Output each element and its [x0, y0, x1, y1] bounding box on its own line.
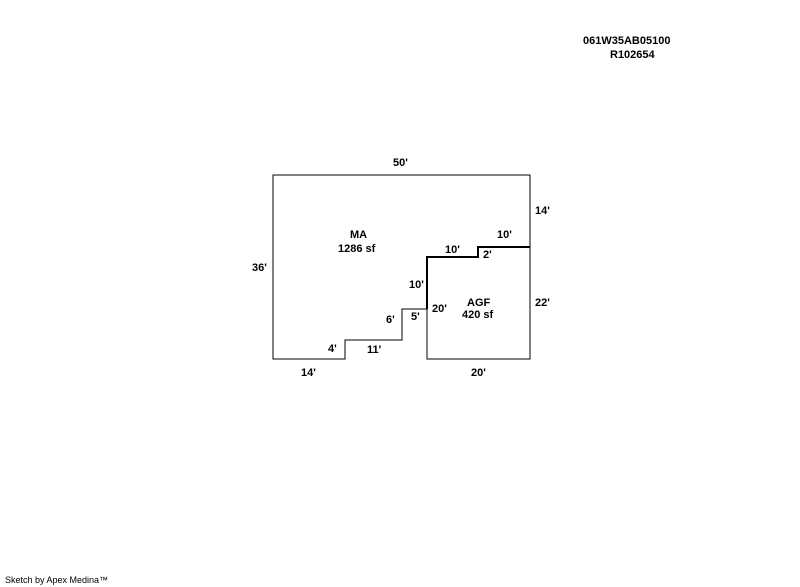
dim-top: 50'	[393, 157, 408, 169]
dim-right-upper: 14'	[535, 205, 550, 217]
parcel-id: 061W35AB05100	[583, 35, 671, 47]
main-area-label: MA	[350, 229, 368, 241]
garage-size: 420 sf	[462, 309, 494, 321]
dim-step-rise-6: 6'	[386, 314, 395, 326]
dim-right-lower: 22'	[535, 297, 550, 309]
dim-interior-rise-2: 2'	[483, 249, 492, 261]
dim-garage-left: 20'	[432, 303, 447, 315]
garage-outline	[426, 247, 531, 360]
dim-interior-run-10a: 10'	[445, 244, 460, 256]
dim-step-run-11: 11'	[367, 344, 382, 356]
sketch-credit: Sketch by Apex Medina™	[5, 575, 109, 585]
main-area-size: 1286 sf	[338, 243, 376, 255]
dim-bottom-left: 14'	[301, 367, 316, 379]
dim-left: 36'	[252, 262, 267, 274]
dim-bottom-right: 20'	[471, 367, 486, 379]
main-area-outline	[272, 174, 531, 360]
dim-interior-rise-10: 10'	[409, 279, 424, 291]
shared-wall	[426, 246, 530, 309]
garage-label: AGF	[467, 297, 491, 309]
dim-interior-run-10b: 10'	[497, 229, 512, 241]
dim-step-run-5: 5'	[411, 311, 420, 323]
account-id: R102654	[610, 49, 655, 61]
dim-step-rise-4: 4'	[328, 343, 337, 355]
